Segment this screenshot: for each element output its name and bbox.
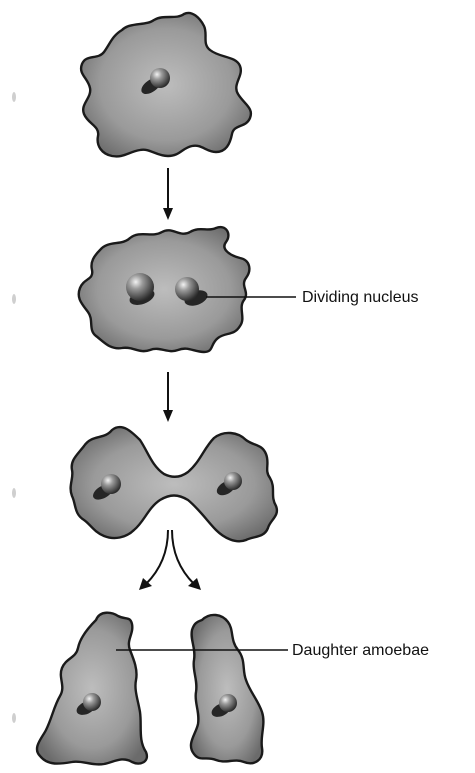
arrow-down-2	[163, 372, 173, 422]
arrow-down-1	[163, 168, 173, 220]
nucleus	[219, 694, 237, 712]
nucleus	[150, 68, 170, 88]
stage-4-daughter-amoebae: Daughter amoebae	[37, 613, 429, 765]
stage-2-amoeba: Dividing nucleus	[79, 227, 419, 352]
daughter-amoeba-left	[37, 613, 147, 765]
daughter-amoebae-label: Daughter amoebae	[292, 642, 429, 659]
nucleus-right	[175, 277, 199, 301]
nucleus-left	[101, 474, 121, 494]
split-arrows	[139, 530, 201, 590]
nucleus	[83, 693, 101, 711]
amoeba-body	[79, 227, 250, 352]
nucleus-left	[126, 273, 154, 301]
stage-1-amoeba	[81, 13, 251, 156]
nucleus-right	[224, 472, 242, 490]
daughter-amoeba-right	[191, 615, 263, 763]
margin-specks	[12, 92, 16, 723]
dividing-nucleus-label: Dividing nucleus	[302, 289, 419, 306]
stage-3-constricting-amoeba	[71, 427, 277, 541]
